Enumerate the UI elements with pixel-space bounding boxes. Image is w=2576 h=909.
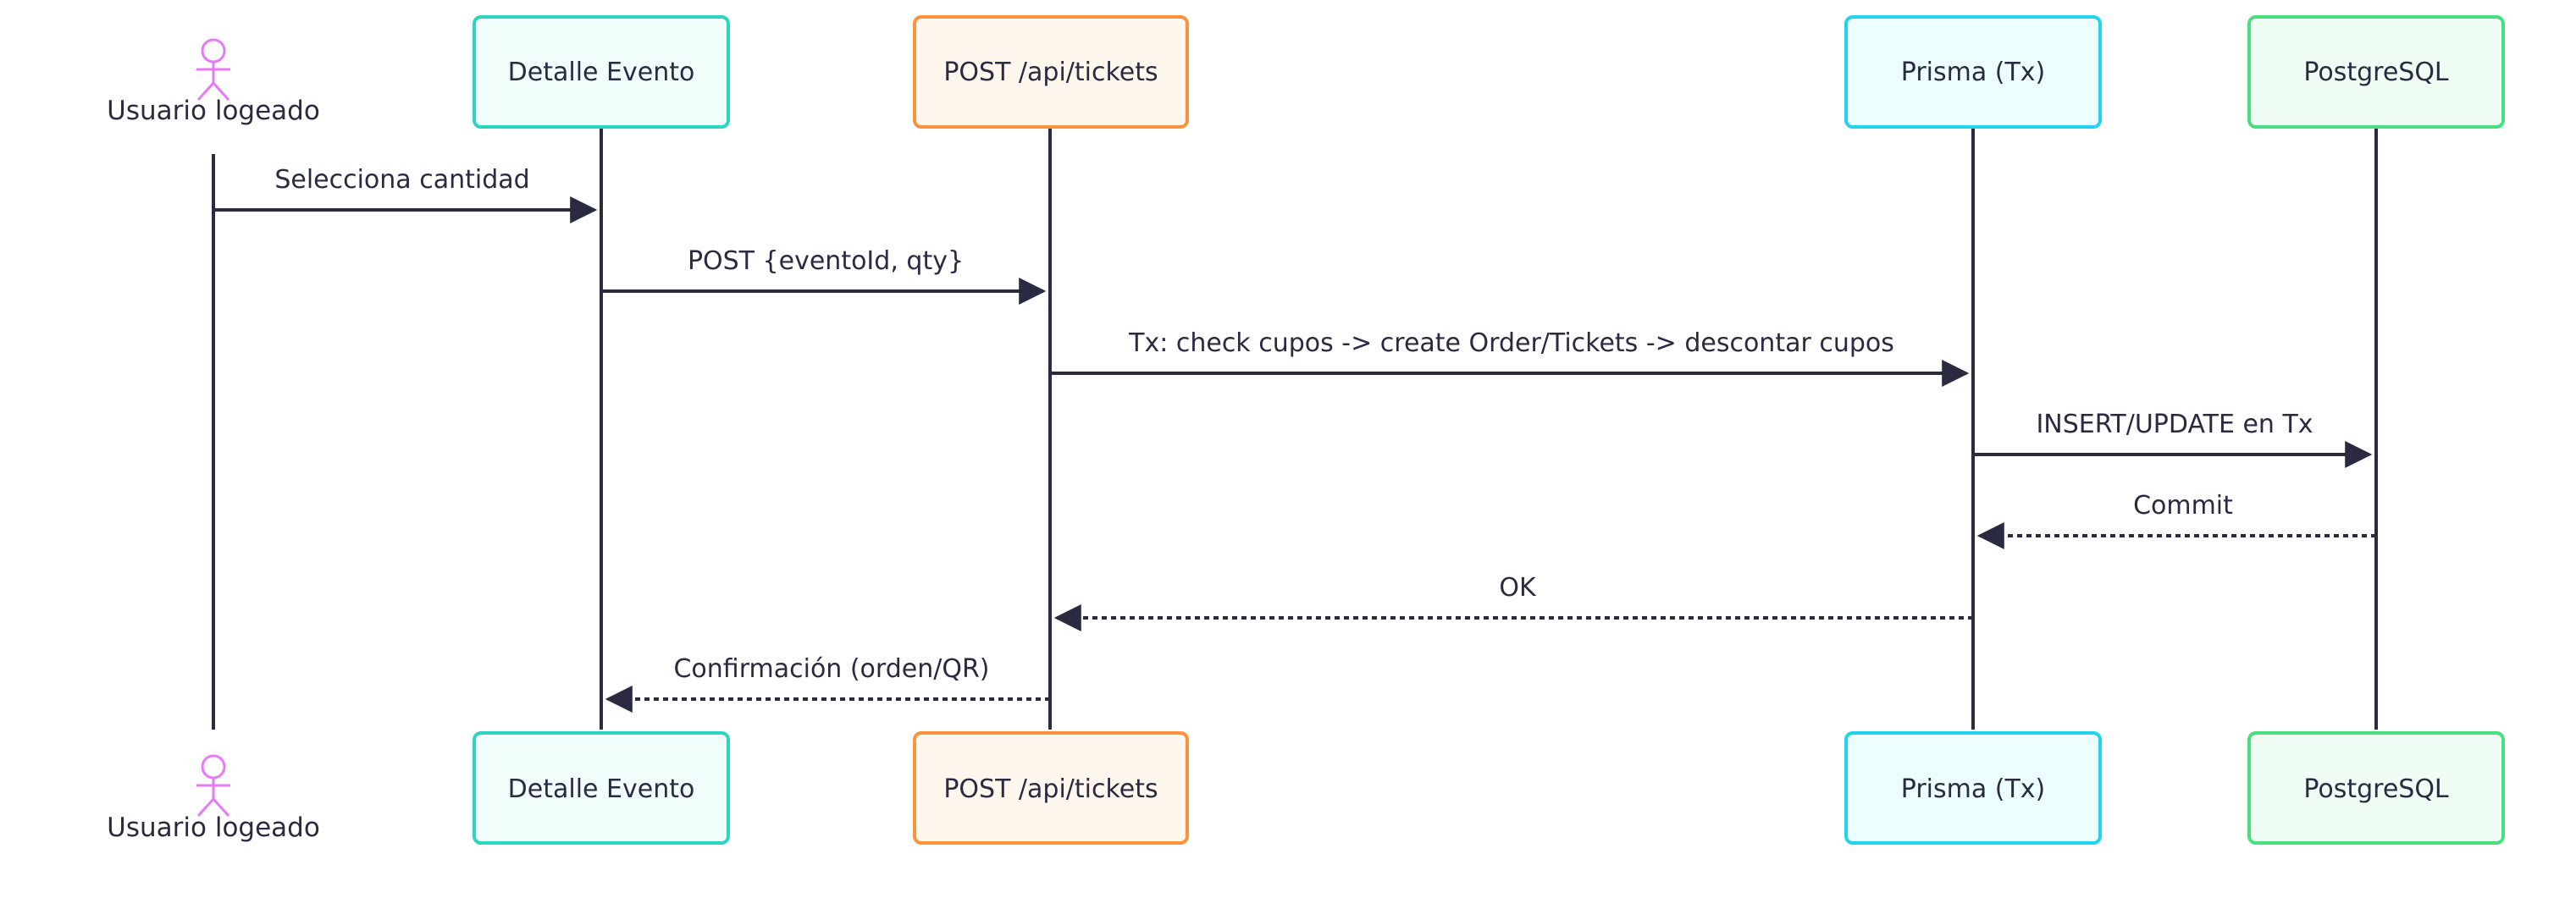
stick-figure-icon <box>196 38 230 102</box>
message-6: OK <box>1053 573 1973 631</box>
participant-top-postgres: PostgreSQL <box>2247 15 2505 129</box>
message-label: Tx: check cupos -> create Order/Tickets … <box>1128 328 1894 358</box>
participant-label: PostgreSQL <box>2303 774 2449 804</box>
participant-bottom-detalle: Detalle Evento <box>473 731 730 845</box>
participant-label: Detalle Evento <box>508 58 695 87</box>
participant-label: Prisma (Tx) <box>1901 774 2046 804</box>
message-label: Confirmación (orden/QR) <box>673 654 989 684</box>
participant-bottom-api: POST /api/tickets <box>913 731 1189 845</box>
message-3: Tx: check cupos -> create Order/Tickets … <box>1050 328 1970 387</box>
message-label: POST {eventoId, qty} <box>688 246 964 276</box>
message-1: Selecciona cantidad <box>213 165 598 223</box>
participant-label: Prisma (Tx) <box>1901 58 2046 87</box>
message-7: Confirmación (orden/QR) <box>605 654 1050 713</box>
participant-label: PostgreSQL <box>2303 58 2449 87</box>
actor-bottom: Usuario logeado <box>107 754 320 843</box>
actor-label-bottom: Usuario logeado <box>107 813 320 843</box>
participant-top-detalle: Detalle Evento <box>473 15 730 129</box>
participant-bottom-postgres: PostgreSQL <box>2247 731 2505 845</box>
message-label: INSERT/UPDATE en Tx <box>2036 410 2313 439</box>
message-label: Selecciona cantidad <box>274 165 529 195</box>
participant-bottom-prisma: Prisma (Tx) <box>1844 731 2102 845</box>
message-4: INSERT/UPDATE en Tx <box>1973 410 2373 468</box>
actor-top: Usuario logeado <box>107 38 320 126</box>
message-label: OK <box>1499 573 1537 603</box>
message-label: Commit <box>2133 491 2233 521</box>
participant-label: POST /api/tickets <box>943 774 1158 804</box>
participant-top-prisma: Prisma (Tx) <box>1844 15 2102 129</box>
participant-label: Detalle Evento <box>508 774 695 804</box>
message-2: POST {eventoId, qty} <box>601 246 1047 305</box>
participant-label: POST /api/tickets <box>943 58 1158 87</box>
stick-figure-icon <box>196 754 230 818</box>
participant-top-api: POST /api/tickets <box>913 15 1189 129</box>
actor-label-top: Usuario logeado <box>107 96 320 126</box>
message-5: Commit <box>1976 491 2376 549</box>
